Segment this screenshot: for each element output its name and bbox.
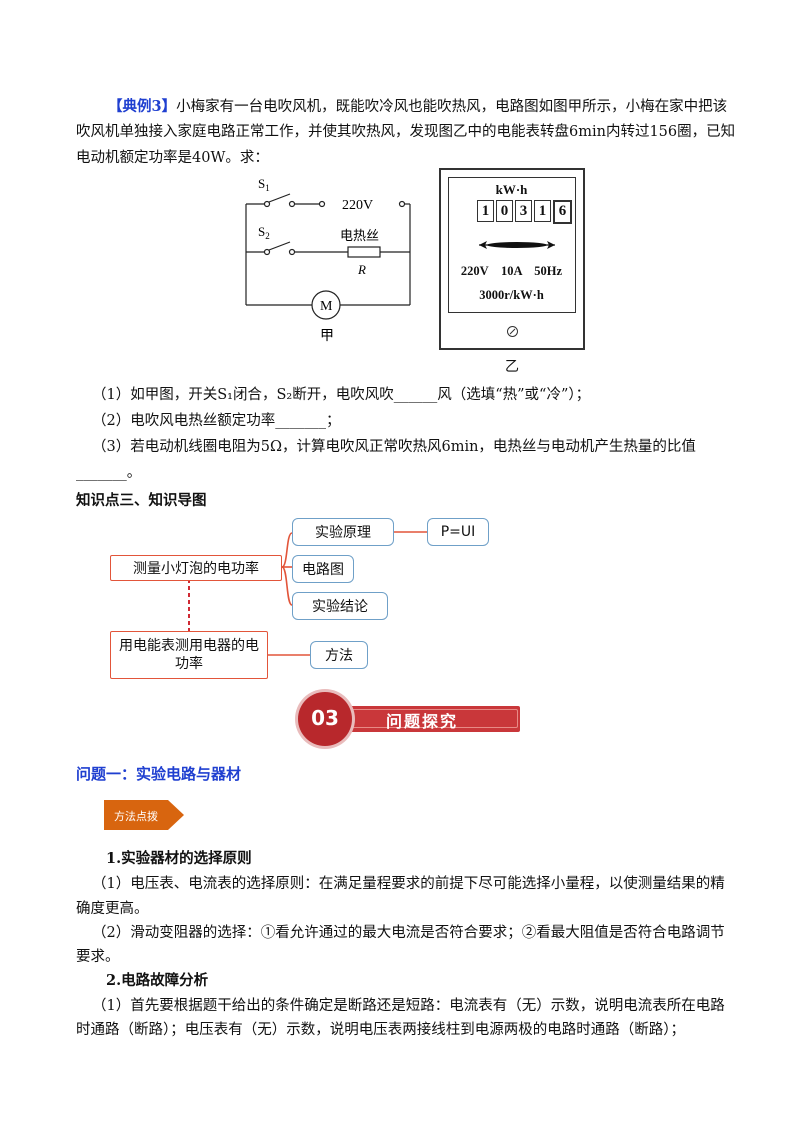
mindmap-branch-principle: 实验原理: [292, 518, 394, 546]
knowledge-title: 知识点三、知识导图: [76, 492, 207, 509]
para-rheostat: （2）滑动变阻器的选择：①看允许通过的最大电流是否符合要求；②看最大阻值是否符合…: [92, 925, 725, 941]
example-line-3: 电动机额定功率是40W。求：: [76, 150, 269, 166]
problem-1-title: 问题一：实验电路与器材: [76, 765, 242, 783]
example-line-2: 吹风机单独接入家庭电路正常工作，并使其吹热风，发现图乙中的电能表转盘6min内转…: [76, 124, 736, 140]
heater-label: 电热丝: [340, 229, 379, 244]
meter-disc-icon: [479, 241, 555, 249]
motor-label: M: [320, 299, 333, 314]
heading-fault: 2.电路故障分析: [106, 972, 209, 989]
meter-digit: 3: [515, 200, 532, 222]
mindmap-branch-method: 方法: [310, 641, 368, 669]
meter-panel: kW·h 1 0 3 1 6 220V 10A 50Hz 3000r/kW·h: [448, 177, 576, 313]
para-meters: （1）电压表、电流表的选择原则：在满足量程要求的前提下尽可能选择小量程，以使测量…: [92, 876, 725, 892]
circuit-diagram: S1 S2 220V 电热丝 R M 甲: [245, 176, 411, 344]
section-number: 03: [311, 706, 339, 730]
question-1: （1）如甲图，开关S₁闭合，S₂断开，电吹风吹______风（选填“热”或“冷”…: [92, 387, 591, 403]
question-3: （3）若电动机线圈电阻为5Ω，计算电吹风正常吹热风6min，电热丝与电动机产生热…: [92, 439, 696, 455]
para-fault-cont: 时通路（断路）；电压表有（无）示数，说明电压表两接线柱到电源两极的电路时通路（断…: [76, 1022, 685, 1038]
tip-label: 方法点拨: [114, 810, 158, 823]
terminal-screw-icon: [507, 326, 518, 337]
mindmap-root-meter: 用电能表测用电器的电功率: [110, 631, 268, 679]
meter-digit: 1: [534, 200, 551, 222]
section-title: 问题探究: [386, 712, 459, 731]
heading-equipment: 1.实验器材的选择原则: [106, 850, 252, 867]
meter-digits: 1 0 3 1 6: [477, 200, 572, 224]
mindmap-root-bulb: 测量小灯泡的电功率: [110, 555, 282, 581]
mindmap-leaf-formula: P=UI: [427, 518, 489, 546]
circuit-caption: 甲: [320, 328, 334, 344]
meter-caption: 乙: [505, 359, 519, 375]
tip-arrow-banner: 方法点拨: [104, 798, 186, 832]
para-rheostat-cont: 要求。: [76, 949, 120, 965]
example-tag: 【典例3】: [108, 98, 177, 115]
meter-unit: kW·h: [495, 182, 528, 197]
meter-digit: 1: [477, 200, 494, 222]
para-meters-cont: 确度更高。: [76, 901, 149, 917]
mindmap-connectors: [188, 531, 427, 656]
s2-label: S2: [258, 224, 270, 241]
meter-digit-last: 6: [553, 200, 572, 224]
meter-digit: 0: [496, 200, 513, 222]
mindmap-branch-circuit: 电路图: [292, 555, 354, 583]
voltage-label: 220V: [342, 198, 373, 213]
electric-meter: kW·h 1 0 3 1 6 220V 10A 50Hz 3000r/kW·h: [439, 168, 585, 350]
section-banner: 问题探究: [330, 706, 520, 732]
para-fault: （1）首先要根据题干给出的条件确定是断路还是短路：电流表有（无）示数，说明电流表…: [92, 998, 725, 1014]
question-3-blank: _______。: [76, 465, 142, 481]
mindmap-branch-conclusion: 实验结论: [292, 592, 388, 620]
meter-ratings: 220V 10A 50Hz: [460, 264, 563, 278]
section-number-badge: 03: [298, 692, 352, 746]
meter-constant: 3000r/kW·h: [479, 288, 544, 302]
resistor-label: R: [357, 262, 366, 277]
question-2: （2）电吹风电热丝额定功率_______；: [92, 413, 341, 429]
s1-label: S1: [258, 176, 270, 193]
example-line-1: 【典例3】小梅家有一台电吹风机，既能吹冷风也能吹热风，电路图如图甲所示，小梅在家…: [108, 98, 728, 115]
